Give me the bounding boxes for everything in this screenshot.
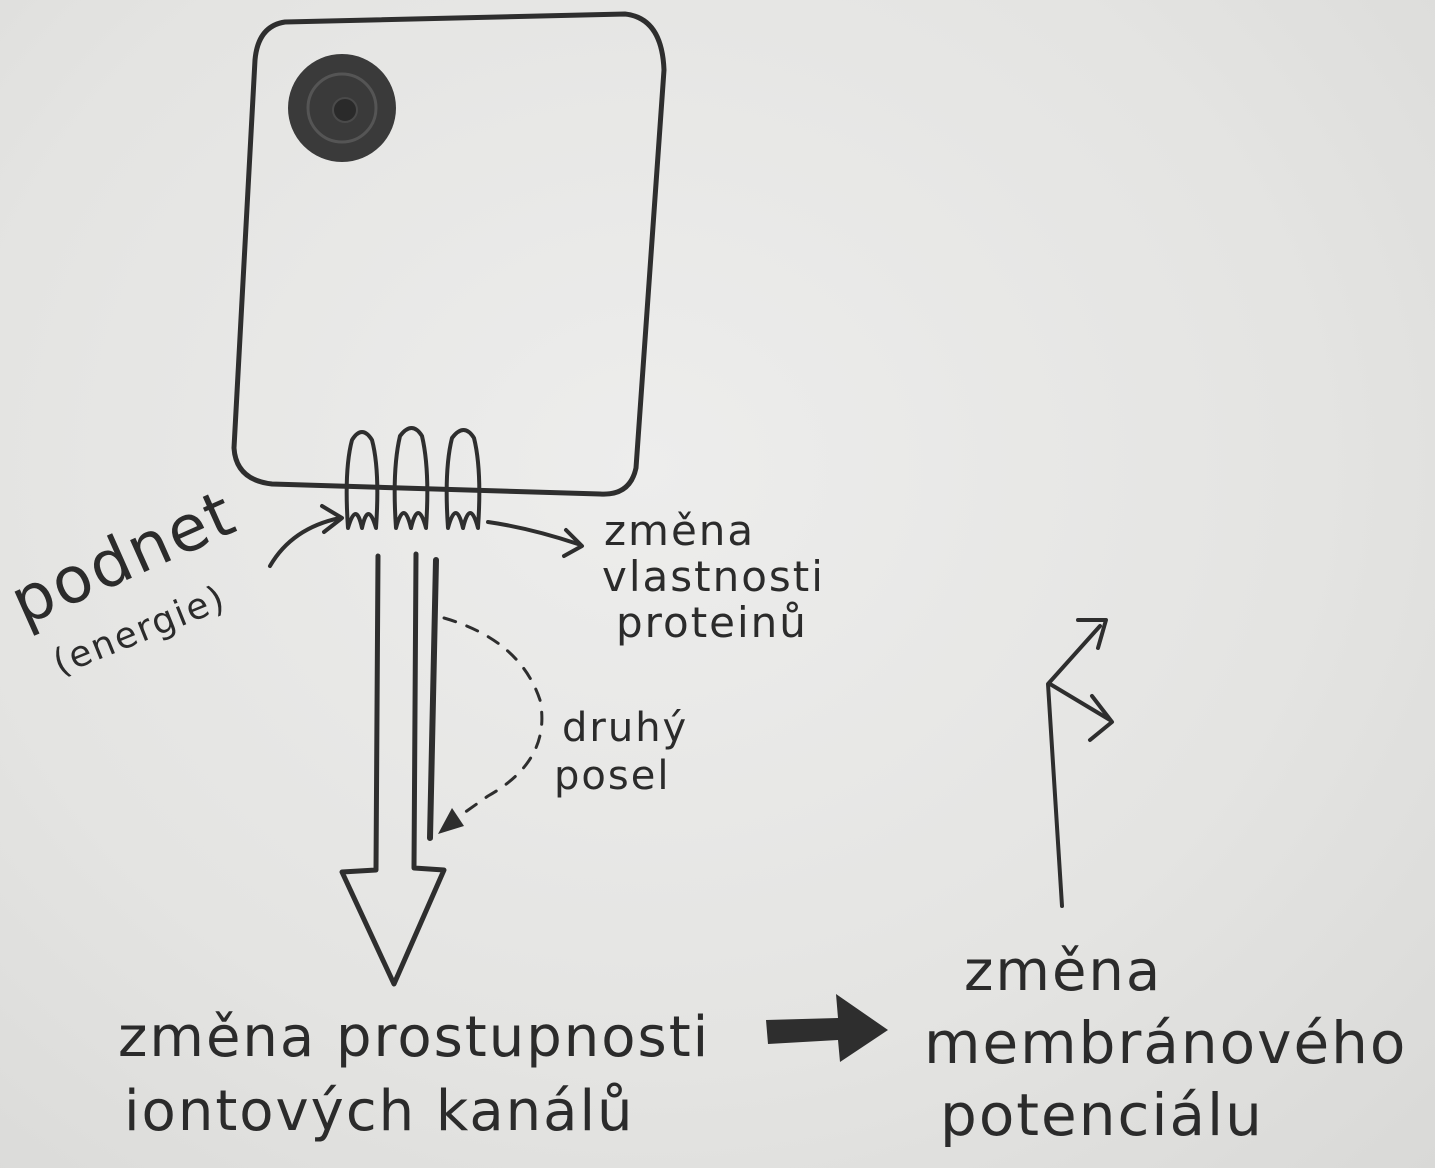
second-messenger-label-line2: posel	[554, 753, 671, 799]
membrane-proteins-icon	[344, 426, 482, 530]
cell-outline	[231, 11, 667, 497]
protein-change-label-line1: změna	[604, 506, 756, 555]
membrane-potential-label-line2: membránového	[924, 1009, 1408, 1077]
result-arrow	[766, 994, 888, 1062]
membrane-potential-label-line3: potenciálu	[940, 1081, 1264, 1149]
permeability-label-line2: iontových kanálů	[124, 1079, 635, 1144]
stimulus-arrow	[268, 504, 344, 568]
main-down-arrow	[339, 551, 447, 987]
second-messenger-pathway	[427, 557, 544, 841]
permeability-label-line1: změna prostupnosti	[118, 1005, 711, 1070]
second-messenger-label-line1: druhý	[562, 705, 689, 751]
potential-change-arrow	[1046, 618, 1114, 908]
nucleus-icon	[288, 54, 396, 162]
membrane-potential-label-line1: změna	[964, 939, 1163, 1004]
protein-change-label-line2: vlastnosti	[602, 552, 825, 601]
protein-change-arrow	[486, 520, 584, 558]
protein-change-label-line3: proteinů	[616, 598, 808, 647]
